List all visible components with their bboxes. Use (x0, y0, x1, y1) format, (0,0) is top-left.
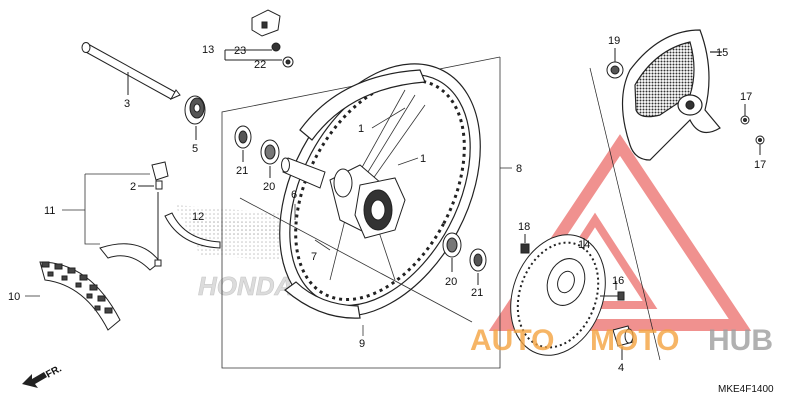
callout-1-spoke-b: 1 (420, 153, 426, 165)
right-collar (612, 325, 634, 360)
callout-4-collar: 4 (618, 362, 624, 374)
left-bearings (234, 125, 280, 178)
callout-labels: 1 1 2 3 4 5 6 7 8 9 10 11 12 13 14 15 16… (8, 35, 774, 395)
watermark-text-hub: HUB (708, 324, 773, 357)
callout-17-screw-b: 17 (754, 159, 766, 171)
callout-14-disc: 14 (578, 239, 590, 251)
callout-6-distance-collar: 6 (291, 189, 297, 201)
callout-13: 13 (202, 44, 214, 56)
callout-15-disc-cover: 15 (716, 47, 728, 59)
side-collar (184, 95, 206, 140)
front-direction-arrow: FR. (22, 363, 64, 388)
callout-12-rim-band: 12 (192, 211, 204, 223)
rim-lock-parts (224, 9, 294, 68)
front-direction-label: FR. (44, 363, 64, 380)
callout-23: 23 (234, 45, 246, 57)
watermark-text: AUTO MOTO HUB (470, 324, 773, 357)
honda-logo-background: HONDA (175, 205, 300, 301)
callout-7: 7 (311, 251, 317, 263)
wheel-hub (329, 164, 406, 239)
right-bearings (442, 232, 487, 285)
assembly-bracket (221, 56, 512, 369)
callout-2-valve: 2 (130, 181, 136, 193)
callout-21-left: 21 (236, 165, 248, 177)
tire (39, 261, 121, 331)
disc-cover (621, 29, 722, 161)
disc-nut (520, 234, 530, 254)
callout-22: 22 (254, 59, 266, 71)
callout-10-tire: 10 (8, 291, 20, 303)
distance-collar (281, 157, 326, 189)
honda-brand-text: HONDA (198, 271, 293, 301)
watermark-text-moto: MOTO (590, 324, 679, 357)
leader-lines (239, 107, 473, 336)
callout-16-bolt: 16 (612, 275, 624, 287)
axle (81, 42, 181, 101)
callout-5-collar: 5 (192, 143, 198, 155)
cover-screws (740, 104, 765, 155)
callout-9-rim: 9 (359, 338, 365, 350)
callout-19-collar: 19 (608, 35, 620, 47)
cover-collar (589, 48, 661, 361)
tube-bracket (25, 173, 150, 297)
callout-21-right: 21 (471, 287, 483, 299)
callout-8-wheel-assembly: 8 (516, 163, 522, 175)
callout-1-spoke-a: 1 (358, 123, 364, 135)
inner-tube (99, 161, 169, 271)
callout-11-tube: 11 (44, 205, 55, 217)
disc-bolt (600, 281, 625, 301)
callout-20-left: 20 (263, 181, 275, 193)
rim-band (164, 212, 221, 249)
callout-20-right: 20 (445, 276, 457, 288)
watermark-text-auto: AUTO (470, 324, 554, 357)
brake-disc (510, 234, 606, 356)
callout-17-screw-a: 17 (740, 91, 752, 103)
callout-18-nut: 18 (518, 221, 530, 233)
diagram-part-code: MKE4F1400 (718, 384, 774, 395)
callout-3-axle: 3 (124, 98, 130, 110)
